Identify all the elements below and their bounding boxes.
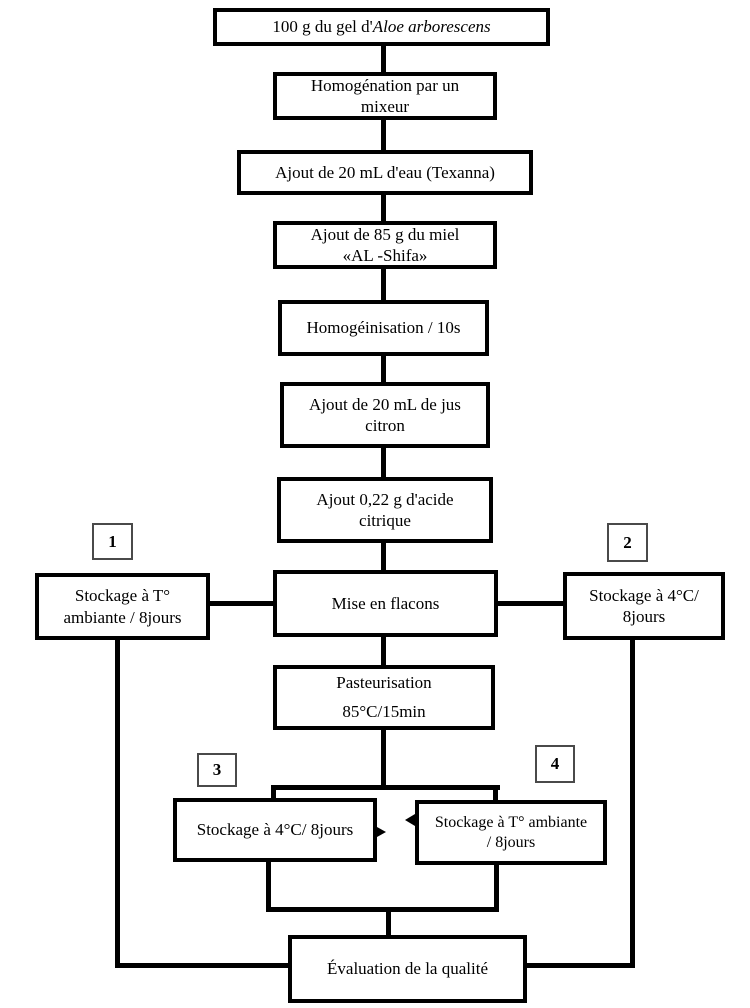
bracket-bar	[266, 907, 499, 912]
node-homogenation: Homogénation par un mixeur	[273, 72, 497, 120]
connector-gel-homogenation	[381, 45, 386, 75]
node-eau-line1: Ajout de 20 mL d'eau (Texanna)	[275, 162, 495, 182]
connector-miel-homogeinisation	[381, 267, 386, 303]
connector-flacons-pasteurisation	[381, 635, 386, 668]
label-1-text: 1	[108, 531, 117, 551]
node-mise-en-flacons: Mise en flacons	[273, 570, 498, 637]
node-stockage-4: Stockage à T° ambiante / 8jours	[415, 800, 607, 865]
connector-pasteurisation-split	[381, 728, 386, 788]
outer-line-right-horizontal	[524, 963, 635, 968]
connector-eau-miel	[381, 193, 386, 224]
node-acide-line2: citrique	[359, 511, 411, 530]
connector-acide-flacons	[381, 541, 386, 573]
label-3-text: 3	[212, 760, 222, 779]
node-stockage4-line1: Stockage à T° ambiante	[434, 813, 588, 831]
node-jus-line2: citron	[365, 416, 405, 435]
bracket-right-vertical	[494, 863, 499, 912]
node-stockage-2: Stockage à 4°C/ 8jours	[563, 572, 725, 640]
node-homogeinisation: Homogéinisation / 10s	[278, 300, 489, 356]
node-gel-text: 100 g du gel d'	[272, 17, 373, 37]
split-drop-right	[493, 785, 498, 805]
node-evaluation: Évaluation de la qualité	[288, 935, 527, 1003]
node-pasteurisation-line2: 85°C/15min	[342, 701, 426, 721]
label-3: 3	[197, 753, 237, 787]
node-stockage1-line2: ambiante / 8jours	[63, 607, 182, 627]
node-gel-aloe: 100 g du gel d'Aloe arborescens	[213, 8, 550, 46]
node-acide-citrique: Ajout 0,22 g d'acide citrique	[277, 477, 493, 543]
connector-homogenation-eau	[381, 118, 386, 153]
node-flacons-line1: Mise en flacons	[331, 593, 440, 613]
node-miel: Ajout de 85 g du miel «AL -Shifa»	[273, 221, 497, 269]
node-stockage2-line1: Stockage à 4°C/	[589, 585, 699, 605]
node-homogenation-line2: mixeur	[360, 97, 410, 116]
label-4: 4	[535, 745, 575, 783]
node-miel-line2: «AL -Shifa»	[342, 246, 428, 265]
bracket-left-vertical	[266, 860, 271, 912]
node-gel-species: Aloe arborescens	[372, 17, 491, 37]
connector-jus-acide	[381, 446, 386, 480]
node-homogeinisation-line1: Homogéinisation / 10s	[306, 318, 461, 338]
node-stockage2-line2: 8jours	[622, 607, 666, 626]
label-2-text: 2	[623, 532, 632, 552]
connector-homogeinisation-jus	[381, 354, 386, 385]
node-jus-line1: Ajout de 20 mL de jus	[309, 394, 461, 414]
node-stockage1-line1: Stockage à T°	[74, 586, 171, 606]
label-2: 2	[607, 523, 648, 562]
outer-line-left-vertical	[115, 638, 120, 968]
arrowhead-artifact	[405, 814, 415, 826]
connector-stockage1-flacons	[210, 601, 274, 606]
bracket-stub-evaluation	[386, 907, 391, 938]
split-bar	[273, 785, 500, 790]
node-stockage4-line2: / 8jours	[486, 833, 536, 851]
node-stockage3-line1: Stockage à 4°C/ 8jours	[196, 820, 354, 840]
outer-line-left-horizontal	[115, 963, 291, 968]
node-miel-line1: Ajout de 85 g du miel	[310, 224, 460, 244]
node-jus-citron: Ajout de 20 mL de jus citron	[280, 382, 490, 448]
node-pasteurisation-line1: Pasteurisation	[336, 673, 432, 693]
node-pasteurisation: Pasteurisation 85°C/15min	[273, 665, 495, 730]
split-drop-left	[271, 785, 276, 803]
node-acide-line1: Ajout 0,22 g d'acide	[316, 489, 454, 509]
node-stockage-3: Stockage à 4°C/ 8jours	[173, 798, 377, 862]
node-homogenation-line1: Homogénation par un	[310, 75, 460, 95]
arrowhead-artifact	[377, 827, 386, 837]
node-stockage-1: Stockage à T° ambiante / 8jours	[35, 573, 210, 640]
outer-line-right-vertical	[630, 638, 635, 968]
label-1: 1	[92, 523, 133, 560]
node-evaluation-line1: Évaluation de la qualité	[327, 959, 488, 979]
label-4-text: 4	[550, 754, 560, 773]
node-eau: Ajout de 20 mL d'eau (Texanna)	[237, 150, 533, 195]
connector-flacons-stockage2	[497, 601, 564, 606]
